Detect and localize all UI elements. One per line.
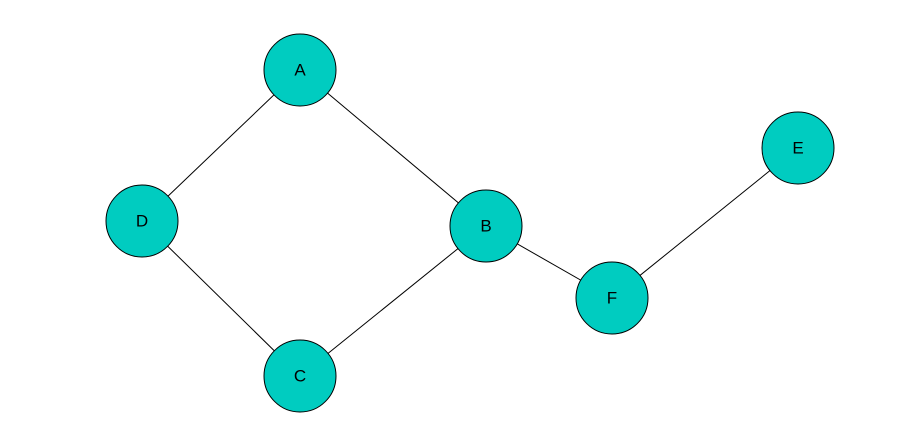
node-b-label: B bbox=[480, 217, 491, 236]
node-d-label: D bbox=[136, 212, 148, 231]
node-e: E bbox=[761, 111, 835, 185]
edge-a-b bbox=[299, 69, 487, 227]
node-a: A bbox=[263, 33, 337, 107]
node-b-circle bbox=[449, 189, 523, 263]
nodes-layer: A B C D E F bbox=[105, 33, 835, 413]
edge-d-c bbox=[141, 220, 301, 377]
node-c-label: C bbox=[294, 367, 306, 386]
node-f-circle bbox=[575, 261, 649, 335]
node-d-circle bbox=[105, 184, 179, 258]
node-f: F bbox=[575, 261, 649, 335]
node-b: B bbox=[449, 189, 523, 263]
node-d: D bbox=[105, 184, 179, 258]
node-c-circle bbox=[263, 339, 337, 413]
edge-c-b bbox=[299, 225, 487, 377]
node-a-circle bbox=[263, 33, 337, 107]
node-a-label: A bbox=[294, 61, 306, 80]
node-e-label: E bbox=[792, 139, 803, 158]
node-c: C bbox=[263, 339, 337, 413]
node-e-circle bbox=[761, 111, 835, 185]
edge-f-e bbox=[611, 147, 799, 299]
node-f-label: F bbox=[607, 289, 617, 308]
